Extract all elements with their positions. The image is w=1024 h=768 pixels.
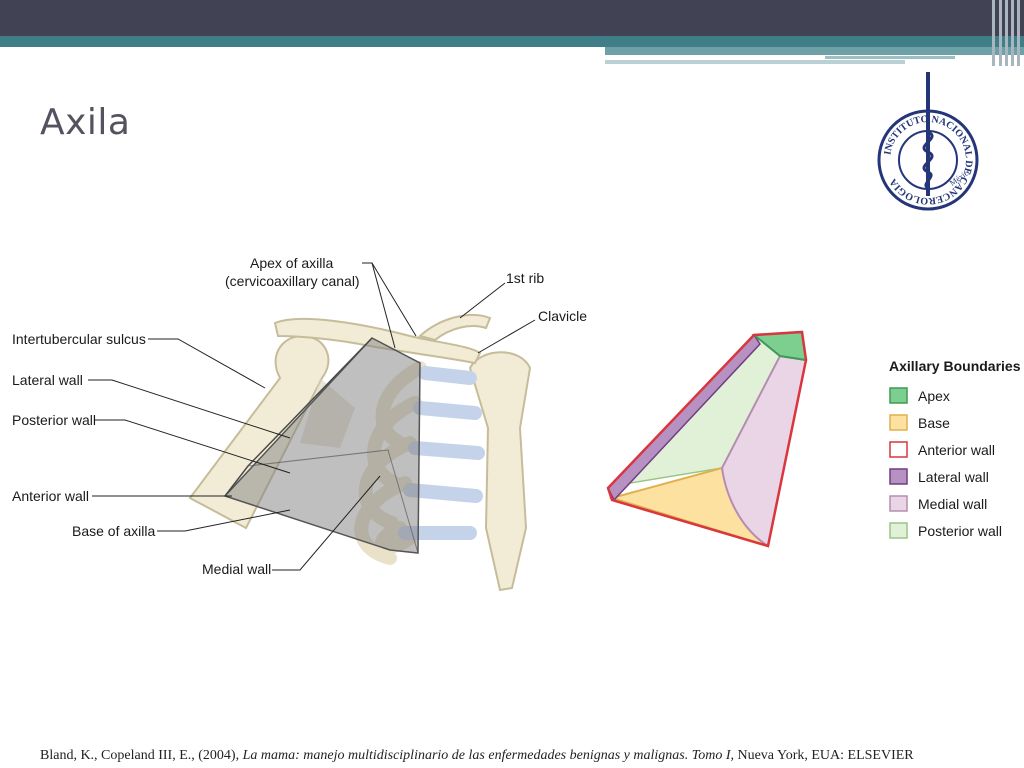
sternum xyxy=(468,351,532,592)
label-apex: Apex of axilla xyxy=(250,255,333,271)
legend-label-base: Base xyxy=(918,415,950,431)
label-clavicle: Clavicle xyxy=(538,308,587,324)
header-accent-stripe-secondary xyxy=(605,47,1024,55)
label-posterior-wall: Posterior wall xyxy=(12,412,96,428)
legend-swatch-lateral-wall xyxy=(889,468,908,485)
label-base: Base of axilla xyxy=(72,523,155,539)
label-apex-sub: (cervicoaxillary canal) xyxy=(225,273,360,289)
label-lateral-wall: Lateral wall xyxy=(12,372,83,388)
header-vertical-stripes xyxy=(990,0,1024,66)
axilla-pyramid xyxy=(223,337,421,554)
header-accent-line-short xyxy=(825,56,955,59)
legend-swatch-posterior-wall xyxy=(889,522,908,539)
citation-publisher: Nueva York, EUA: ELSEVIER xyxy=(737,748,914,763)
legend-label-apex: Apex xyxy=(918,388,950,404)
label-first-rib: 1st rib xyxy=(506,270,544,286)
citation: Bland, K., Copeland III, E., (2004), La … xyxy=(40,748,914,764)
legend-swatch-anterior-wall xyxy=(889,441,908,458)
legend-swatch-medial-wall xyxy=(889,495,908,512)
legend-label-posterior-wall: Posterior wall xyxy=(918,523,1002,539)
header-accent-line xyxy=(605,60,905,64)
boundary-pyramid xyxy=(606,330,808,548)
label-anterior-wall: Anterior wall xyxy=(12,488,89,504)
institution-seal: INSTITUTO NACIONAL DE CANCEROLOGIA Méxic… xyxy=(877,72,979,211)
legend-swatch-base xyxy=(889,414,908,431)
header-bar xyxy=(0,0,1024,36)
legend-label-anterior-wall: Anterior wall xyxy=(918,442,995,458)
serpent-icon xyxy=(922,130,934,190)
legend-title: Axillary Boundaries xyxy=(889,358,1021,374)
pyramid-anterior-wall xyxy=(606,330,808,548)
label-intertubercular-sulcus: Intertubercular sulcus xyxy=(12,331,146,347)
citation-authors: Bland, K., Copeland III, E., (2004), xyxy=(40,748,240,763)
legend-label-lateral-wall: Lateral wall xyxy=(918,469,989,485)
first-rib xyxy=(417,313,492,342)
leader-lines xyxy=(88,262,536,571)
legend-label-medial-wall: Medial wall xyxy=(918,496,987,512)
slide-title: Axila xyxy=(40,102,131,143)
label-medial-wall: Medial wall xyxy=(202,561,271,577)
anatomy-illustration xyxy=(188,313,532,592)
header-accent-stripe xyxy=(0,36,1024,47)
legend-swatch-apex xyxy=(889,387,908,404)
citation-book: La mama: manejo multidisciplinario de la… xyxy=(242,748,734,763)
axilla-diagram: Apex of axilla (cervicoaxillary canal) 1… xyxy=(12,255,1021,592)
